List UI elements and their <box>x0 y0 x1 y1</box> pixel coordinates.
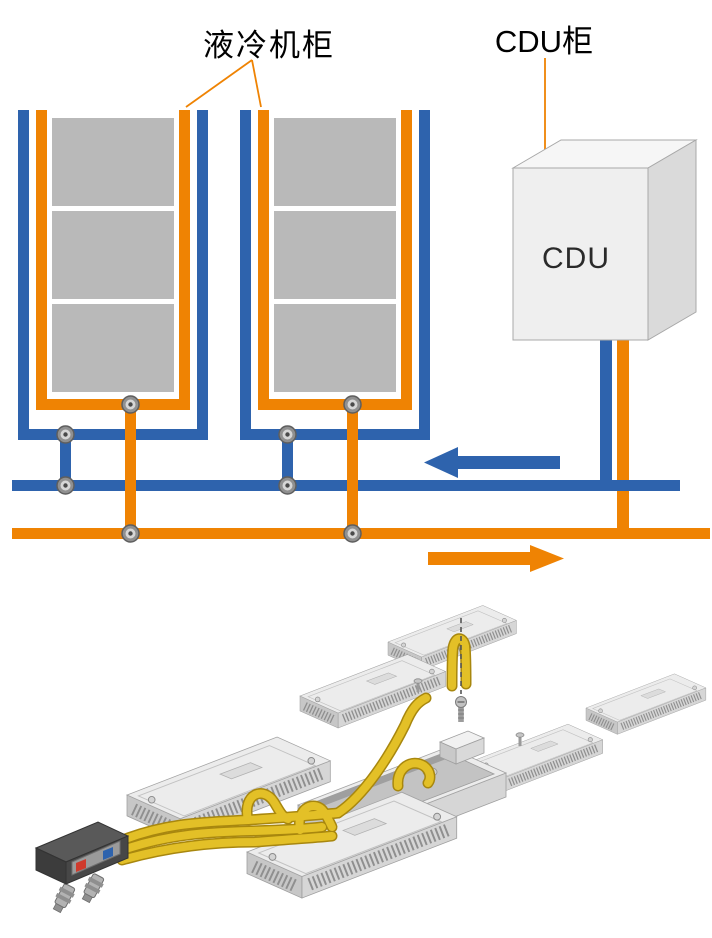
cold-plate-module <box>300 655 446 728</box>
connector-port <box>81 873 105 904</box>
server-cold-plate-scene <box>34 590 712 914</box>
coolant-connector <box>34 821 130 914</box>
connector-body-left <box>35 847 67 885</box>
cdu-box-text: CDU <box>542 242 610 275</box>
cold-plate-module <box>586 674 706 734</box>
return-manifold-pipe <box>12 480 680 491</box>
liquid-cooling-cabinet-1 <box>18 110 208 440</box>
cabinet2-return-drop-pipe <box>282 438 293 486</box>
liquid-cooling-cabinet-2 <box>240 110 430 440</box>
cooling-loop-schematic: CDU <box>12 58 710 572</box>
valve-icon <box>343 524 362 543</box>
valve-icon <box>56 476 75 495</box>
cdu-cabinet-label: CDU柜 <box>494 24 594 59</box>
valve-icon <box>56 425 75 444</box>
cold-port-marker <box>103 847 113 860</box>
valve-icon <box>278 476 297 495</box>
return-flow-arrow <box>424 447 560 478</box>
cabinet1-supply-drop-pipe <box>125 406 136 538</box>
valve-icon <box>121 524 140 543</box>
cdu-supply-riser-pipe <box>617 336 629 536</box>
supply-flow-arrow <box>428 545 564 572</box>
valve-icon <box>121 395 140 414</box>
valve-icon <box>278 425 297 444</box>
cdu-return-riser-pipe <box>600 336 612 488</box>
standoff-screw <box>413 678 423 692</box>
cdu-box: CDU <box>511 139 698 341</box>
liquid-cooling-cabinet-label: 液冷机柜 <box>203 28 335 63</box>
standoff-screw <box>515 732 525 746</box>
connector-port <box>52 883 76 914</box>
quick-connector-block <box>438 730 486 765</box>
valve-icon <box>343 395 362 414</box>
cdu-box-side-face <box>647 139 697 341</box>
cabinet-label-leader-lines <box>185 59 262 108</box>
screw-with-guide-line <box>455 618 467 722</box>
hot-port-marker <box>76 859 86 872</box>
cabinet1-return-drop-pipe <box>60 438 71 486</box>
cabinet2-supply-drop-pipe <box>347 406 358 538</box>
cdu-box-front-face <box>512 167 649 341</box>
